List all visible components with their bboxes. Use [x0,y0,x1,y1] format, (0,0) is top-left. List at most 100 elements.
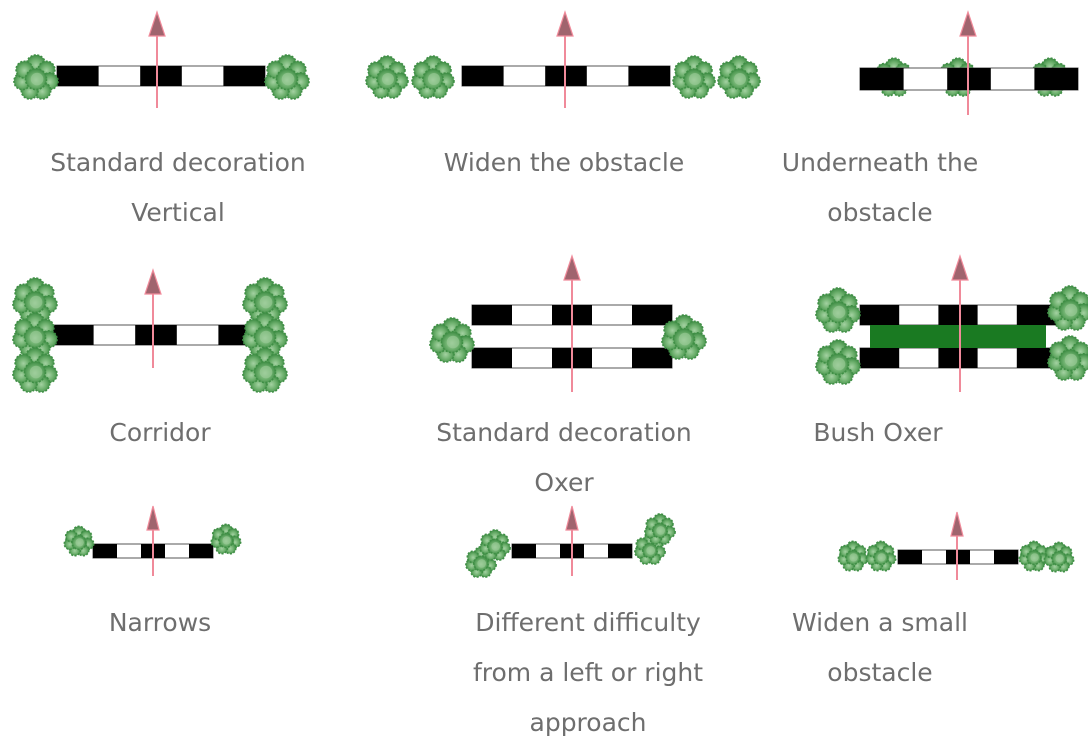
diagram-standard-decoration-oxer [429,254,707,392]
pole-black-segment [1034,68,1078,90]
caption-widen-a-small-obstacle: Widen a small obstacle [720,598,1040,698]
pole-black-segment [472,348,512,368]
arrow-head [556,10,574,37]
caption-line: Standard decoration [436,418,692,447]
bush-icon [429,317,475,363]
pole-black-segment [189,544,213,558]
bush-highlight [646,546,656,555]
pole-black-segment [462,66,504,86]
bush-highlight [259,295,273,309]
bush-highlight [29,365,43,379]
pole-black-segment [632,348,672,368]
caption-line: Standard decoration [50,148,306,177]
caption-line: Corridor [109,418,211,447]
caption-line: Underneath the [781,148,979,177]
bush-icon [837,540,869,572]
bush-highlight [678,332,692,346]
bush-highlight [734,73,746,85]
caption-standard-decoration-vertical: Standard decoration Vertical [18,138,338,238]
bush-highlight [428,73,440,85]
caption-corridor: Corridor [0,408,320,458]
bush-highlight [491,542,501,551]
bush-icon [210,523,242,555]
bush-highlight [446,335,460,349]
bush-icon [1018,540,1050,572]
bush-highlight [832,305,846,319]
direction-arrow-icon [146,505,160,576]
bush-highlight [259,330,273,344]
direction-arrow-icon [950,511,964,580]
pole-black-segment [472,305,512,325]
diagram-layer [12,10,1088,580]
arrow-head [565,505,579,531]
bush-icon [1043,541,1075,573]
bush-highlight [1030,553,1039,562]
direction-arrow-icon [144,268,162,368]
direction-arrow-icon [959,10,977,115]
pole-black-segment [608,544,632,558]
pole-black-segment [135,325,177,345]
pole-black-segment [628,66,670,86]
bush-highlight [477,559,487,568]
bush-highlight [656,526,666,535]
bush-highlight [382,73,394,85]
bush-highlight [877,553,886,562]
bush-highlight [849,553,858,562]
arrow-head [144,268,162,295]
bush-icon [479,529,511,561]
bush-highlight [832,357,846,371]
caption-line: Different difficulty [475,608,701,637]
pole-black-segment [632,305,672,325]
bush-highlight [259,365,273,379]
bush-highlight [222,536,231,545]
bush-highlight [281,72,295,86]
bush-highlight [29,330,43,344]
bush-icon [242,347,288,393]
pole-black-segment [140,66,182,86]
bush-icon [63,525,95,557]
bush-highlight [75,538,84,547]
pole-black-segment [93,544,117,558]
bush-icon [672,55,716,99]
bush-icon [411,55,455,99]
bush-icon [13,54,59,100]
pole-black-segment [898,550,922,564]
pole-black-segment [223,66,265,86]
pole-black-segment [512,544,536,558]
direction-arrow-icon [556,10,574,108]
pole-black-segment [860,348,900,368]
bush-icon [465,546,497,578]
bush-icon [365,55,409,99]
pole-icon [859,304,1057,326]
arrow-head [563,254,581,281]
bush-icon [815,339,861,385]
caption-line: from a left or right [472,658,704,687]
bush-icon [644,513,676,545]
caption-bush-oxer: Bush Oxer [718,408,1038,458]
pole-black-segment [52,325,94,345]
diagram-narrows [63,505,242,576]
diagram-underneath-the-obstacle [859,10,1079,115]
caption-line: Widen the obstacle [443,148,685,177]
bush-icon [717,55,761,99]
diagram-standard-decoration-vertical [13,10,310,108]
caption-line: obstacle [827,198,933,227]
caption-line: obstacle [827,658,933,687]
arrow-head [950,511,964,537]
bush-highlight [30,72,44,86]
bush-highlight [29,295,43,309]
diagram-different-difficulty [465,505,676,578]
diagram-widen-a-small-obstacle [837,511,1075,580]
bush-highlight [1064,303,1078,317]
bush-icon [264,54,310,100]
bush-highlight [689,73,701,85]
bush-icon [661,314,707,360]
caption-widen-the-obstacle: Widen the obstacle [404,138,724,188]
bush-icon [865,540,897,572]
direction-arrow-icon [563,254,581,392]
pole-icon [859,347,1057,369]
caption-line: approach [529,708,647,737]
bush-icon [12,277,58,323]
arrow-head [148,10,166,37]
